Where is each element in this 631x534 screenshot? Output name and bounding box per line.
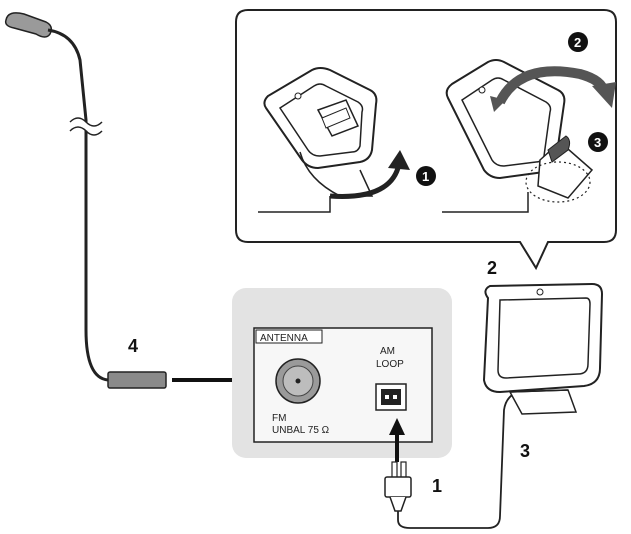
fm-spec-label: UNBAL 75 Ω — [272, 425, 330, 436]
am-loop-lead-wire — [397, 391, 519, 529]
callout-badge-2: 2 — [568, 32, 588, 52]
step-2-label: 2 — [487, 258, 497, 278]
antenna-tag-box — [255, 329, 323, 344]
fm-antenna-plug — [107, 371, 167, 389]
am-insert-arrow — [389, 418, 405, 462]
am-loop-terminal — [375, 383, 407, 411]
am-loop-antenna — [482, 282, 604, 415]
step-3-label: 3 — [520, 441, 530, 461]
step-1-label: 1 — [432, 476, 442, 496]
callout-antenna-assembled — [442, 59, 616, 213]
step-4-label: 4 — [128, 336, 138, 356]
antenna-hook-hole — [536, 288, 544, 296]
fm-antenna-head — [4, 12, 53, 38]
fm-jack — [275, 358, 321, 404]
loop-label: LOOP — [376, 359, 404, 370]
assembly-callout: 1 2 3 — [235, 9, 617, 271]
fm-label: FM — [272, 413, 286, 424]
am-label: AM — [380, 346, 395, 357]
wire-break-mark — [67, 117, 105, 136]
svg-text:2: 2 — [574, 35, 581, 50]
am-loop-plug — [384, 461, 412, 512]
fm-antenna-wire — [47, 28, 109, 382]
antenna-stand — [508, 389, 578, 415]
receiver-panel: ANTENNA FM UNBAL 75 Ω AM LOOP — [232, 288, 452, 458]
callout-badge-1: 1 — [416, 166, 436, 186]
clip-highlight — [525, 161, 591, 203]
antenna-section-label: ANTENNA — [260, 333, 308, 344]
callout-badge-3: 3 — [588, 132, 608, 152]
fm-antenna — [4, 12, 167, 389]
svg-text:3: 3 — [594, 135, 601, 150]
svg-text:1: 1 — [422, 169, 429, 184]
callout-antenna-folded — [258, 67, 410, 213]
